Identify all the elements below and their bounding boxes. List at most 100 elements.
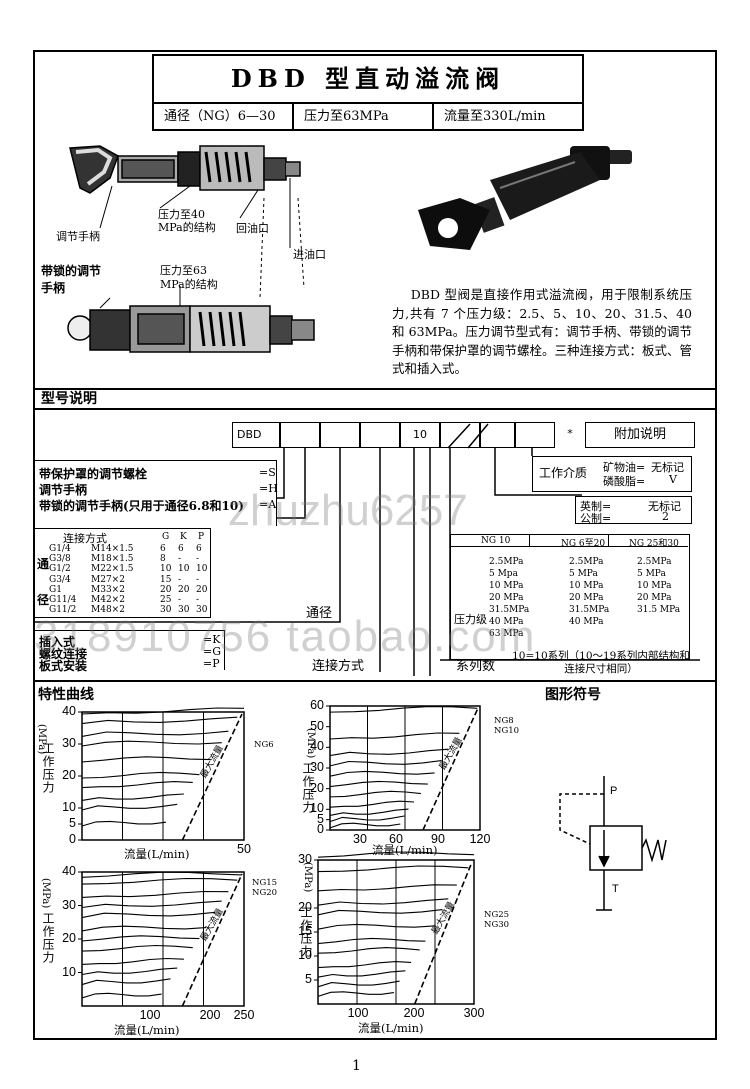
pressure-curve [317, 884, 457, 892]
pressure-curve [317, 937, 426, 945]
medium-mineral-val: 无标记 [651, 461, 684, 474]
series-label: 系列数 [456, 659, 496, 674]
adjust-h-code: =H [259, 482, 278, 495]
pressure-curve [317, 947, 420, 954]
chart4-yunit: (MPa) [302, 862, 313, 893]
page-number: 1 [352, 1058, 361, 1074]
label-pressure63b: MPa的结构 [160, 278, 218, 291]
max-flow-label: 最大流量 [429, 899, 457, 936]
pressure-value: 5 MPa [569, 569, 598, 579]
chart-ytick-label: 10 [62, 964, 76, 979]
pressure-curve [81, 877, 238, 885]
code-slot-ng [320, 422, 360, 448]
pressure-value: 40 MPa [489, 617, 524, 627]
conn-cell: - [178, 554, 182, 565]
units-imperial: 英制= [580, 500, 612, 513]
chart1-xlabel: 流量(L/min) [124, 847, 190, 861]
pressure-value: 20 MPa [489, 593, 524, 603]
label-handle: 调节手柄 [56, 230, 100, 243]
label-pressure40: 压力至40 [158, 208, 205, 221]
conn-side-a: 通 [37, 557, 50, 571]
code-star: * [567, 427, 573, 440]
pressure-curve [81, 978, 171, 986]
label-lock-handle-b: 手柄 [41, 281, 66, 295]
valve-description: DBD 型阀是直接作用式溢流阀，用于限制系统压力,共有 7 个压力级：2.5、5… [392, 287, 693, 376]
chart2-yunit: (MPa) [305, 728, 316, 759]
pressure-label: 压力级 [454, 613, 487, 626]
chart-ng-tag: NG20 [252, 888, 278, 898]
conn-cell: 30 [178, 605, 190, 616]
conn-cell: G3/8 [49, 554, 71, 565]
pressure-curve [81, 707, 245, 715]
chart-ytick-label: 30 [62, 897, 76, 912]
conn-table-header: 连接方式 [63, 532, 107, 545]
label-pressure40b: MPa的结构 [158, 221, 216, 234]
pressure-curve [81, 944, 193, 952]
chart-ng-tag: NG8 [494, 716, 514, 726]
medium-label: 工作介质 [539, 466, 588, 480]
conn-cell: 25 [160, 595, 172, 605]
chart3-yunit: (MPa) [40, 878, 51, 909]
chart-ytick-label: 15 [298, 924, 312, 938]
conn-cell: M27×2 [91, 574, 125, 585]
conn-col-k: K [180, 532, 187, 542]
spec-ng: 通径（NG）6—30 [154, 104, 294, 129]
pressure-curve [317, 865, 469, 873]
conn-cell: 20 [196, 584, 208, 595]
chart-xtick-label: 100 [139, 1008, 161, 1022]
pressure-curve [317, 851, 475, 858]
code-slot-mount [360, 422, 400, 448]
pressure-value: 20 MPa [637, 593, 672, 603]
conn-cell: 30 [160, 605, 172, 616]
chart-xtick-label: 120 [469, 832, 491, 846]
pressure-col-rule [608, 535, 609, 546]
pressure-value: 2.5MPa [637, 557, 672, 567]
pressure-value: 2.5MPa [489, 557, 524, 567]
chart2-ylabel: 工作压力 [301, 762, 315, 814]
spec-row: 通径（NG）6—30 压力至63MPa 流量至330L/min [152, 102, 584, 131]
conn-cell: 10 [160, 564, 172, 575]
medium-box: 工作介质 矿物油= 无标记 磷酸脂= V [532, 456, 692, 492]
adjust-h: 调节手柄 [39, 483, 88, 497]
adjust-s: 带保护罩的调节螺栓 [39, 467, 148, 481]
conn-cell: M33×2 [91, 584, 125, 595]
medium-phosphate: 磷酸脂= [603, 475, 646, 488]
symbol-p-label: P [610, 785, 617, 797]
spec-flow: 流量至330L/min [444, 109, 546, 124]
chart1-ylabel: 工作压力 [41, 742, 55, 794]
pressure-value: 63 MPa [489, 629, 524, 639]
chart-ytick-label: 40 [310, 739, 324, 754]
pressure-col-rule [529, 535, 530, 546]
max-flow-line [422, 707, 479, 831]
symbol-t-label: T [612, 883, 619, 895]
chart-ng-tag: NG6 [254, 740, 274, 750]
chart3-ylabel: 工作压力 [41, 912, 55, 964]
code-slot-units [480, 422, 515, 448]
conn-cell: 20 [178, 584, 190, 595]
adjust-a-code: =A [259, 498, 277, 511]
mount-label: 连接方式 [312, 659, 365, 674]
conn-cell: G11/2 [49, 605, 77, 616]
mount-p: 板式安装 [39, 659, 88, 673]
pressure-curve [317, 909, 443, 916]
conn-cell: 6 [160, 544, 166, 554]
chart-ytick-label: 50 [310, 718, 324, 733]
adjust-s-code: =S [259, 466, 276, 479]
conn-cell: 6 [196, 544, 202, 554]
conn-cell: 8 [160, 554, 166, 565]
chart-ytick-label: 30 [62, 736, 76, 750]
max-flow-line [413, 861, 473, 1005]
pressure-curve [329, 770, 435, 777]
chart-ytick-label: 40 [62, 864, 76, 878]
chart-xtick-label: 200 [403, 1006, 425, 1020]
conn-cell: - [178, 574, 182, 585]
medium-mineral: 矿物油= [603, 461, 646, 474]
max-flow-line [181, 713, 243, 841]
chart-ng-tag: NG15 [252, 878, 278, 888]
units-imperial-val: 无标记 [648, 500, 681, 513]
chart-ytick-label: 30 [310, 760, 324, 774]
conn-cell: G1/4 [49, 544, 71, 554]
code-slot-medium [515, 422, 555, 448]
pressure-col-header: NG 6至20 [561, 539, 606, 549]
